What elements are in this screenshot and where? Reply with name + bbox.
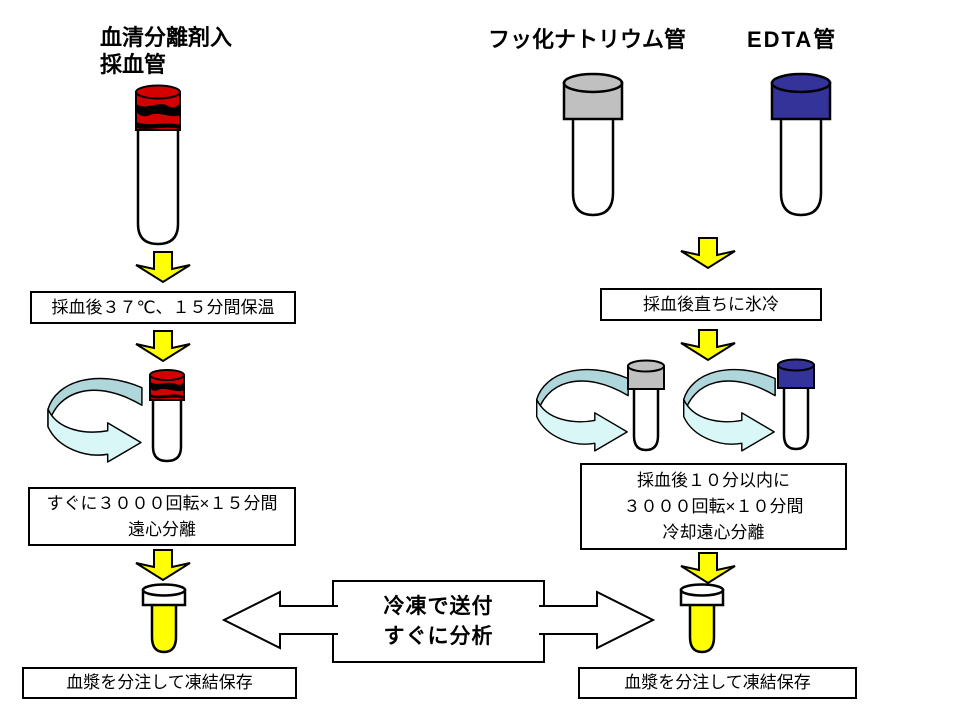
down-arrow-icon <box>680 329 736 362</box>
naf-tube-title-label: フッ化ナトリウム管 <box>488 27 687 52</box>
right-block-arrow-icon <box>539 590 656 650</box>
plasma-cryovial-icon <box>141 583 187 654</box>
step-warm-label: 採血後３７℃、１５分間保温 <box>51 297 275 317</box>
step-box-centrifuge-left: すぐに３０００回転×１５分間 遠心分離 <box>28 487 296 546</box>
small-edta-tube-icon <box>777 358 815 451</box>
step-spin-line1: すぐに３０００回転×１５分間 <box>46 493 278 513</box>
step-box-ice: 採血後直ちに氷冷 <box>600 288 822 321</box>
serum-tube-title-line2: 採血管 <box>100 52 167 77</box>
ship-box: 冷凍で送付 すぐに分析 <box>332 580 545 663</box>
step-spin-line2: 遠心分離 <box>128 519 196 539</box>
naf-tube-title: フッ化ナトリウム管 <box>488 26 686 53</box>
rotate-arrow-icon <box>683 368 776 452</box>
ship-line2: すぐに分析 <box>383 624 494 648</box>
rotate-arrow-icon <box>536 368 629 452</box>
down-arrow-icon <box>680 552 736 585</box>
down-arrow-icon <box>135 330 191 363</box>
step-spin-right-line3: 冷却遠心分離 <box>662 522 765 542</box>
rotate-arrow-icon <box>47 377 143 463</box>
step-box-warm: 採血後３７℃、１５分間保温 <box>30 291 296 324</box>
step-box-store-right: 血漿を分注して凍結保存 <box>578 667 857 699</box>
step-box-store-left: 血漿を分注して凍結保存 <box>22 667 297 699</box>
step-spin-right-line2: ３０００回転×１０分間 <box>623 496 804 516</box>
down-arrow-icon <box>135 549 191 582</box>
small-serum-tube-icon <box>149 369 185 463</box>
step-spin-right-line1: 採血後１０分以内に <box>637 470 790 490</box>
edta-tube-icon <box>770 72 832 217</box>
plasma-cryovial-icon <box>679 583 725 654</box>
small-naf-tube-icon <box>627 359 665 452</box>
serum-tube-title-line1: 血清分離剤入 <box>100 25 233 50</box>
serum-tube-icon <box>135 84 181 246</box>
step-ice-label: 採血後直ちに氷冷 <box>643 294 779 314</box>
left-block-arrow-icon <box>221 590 338 650</box>
down-arrow-icon <box>680 237 736 270</box>
edta-tube-title: EDTA管 <box>747 26 837 53</box>
step-box-centrifuge-right: 採血後１０分以内に ３０００回転×１０分間 冷却遠心分離 <box>580 463 847 550</box>
step-store-right-label: 血漿を分注して凍結保存 <box>624 673 811 692</box>
serum-tube-title: 血清分離剤入 採血管 <box>100 24 232 78</box>
naf-tube-icon <box>562 72 624 217</box>
down-arrow-icon <box>135 251 191 284</box>
ship-line1: 冷凍で送付 <box>383 594 494 618</box>
step-store-label: 血漿を分注して凍結保存 <box>66 673 253 692</box>
edta-tube-title-label: EDTA管 <box>747 27 838 52</box>
